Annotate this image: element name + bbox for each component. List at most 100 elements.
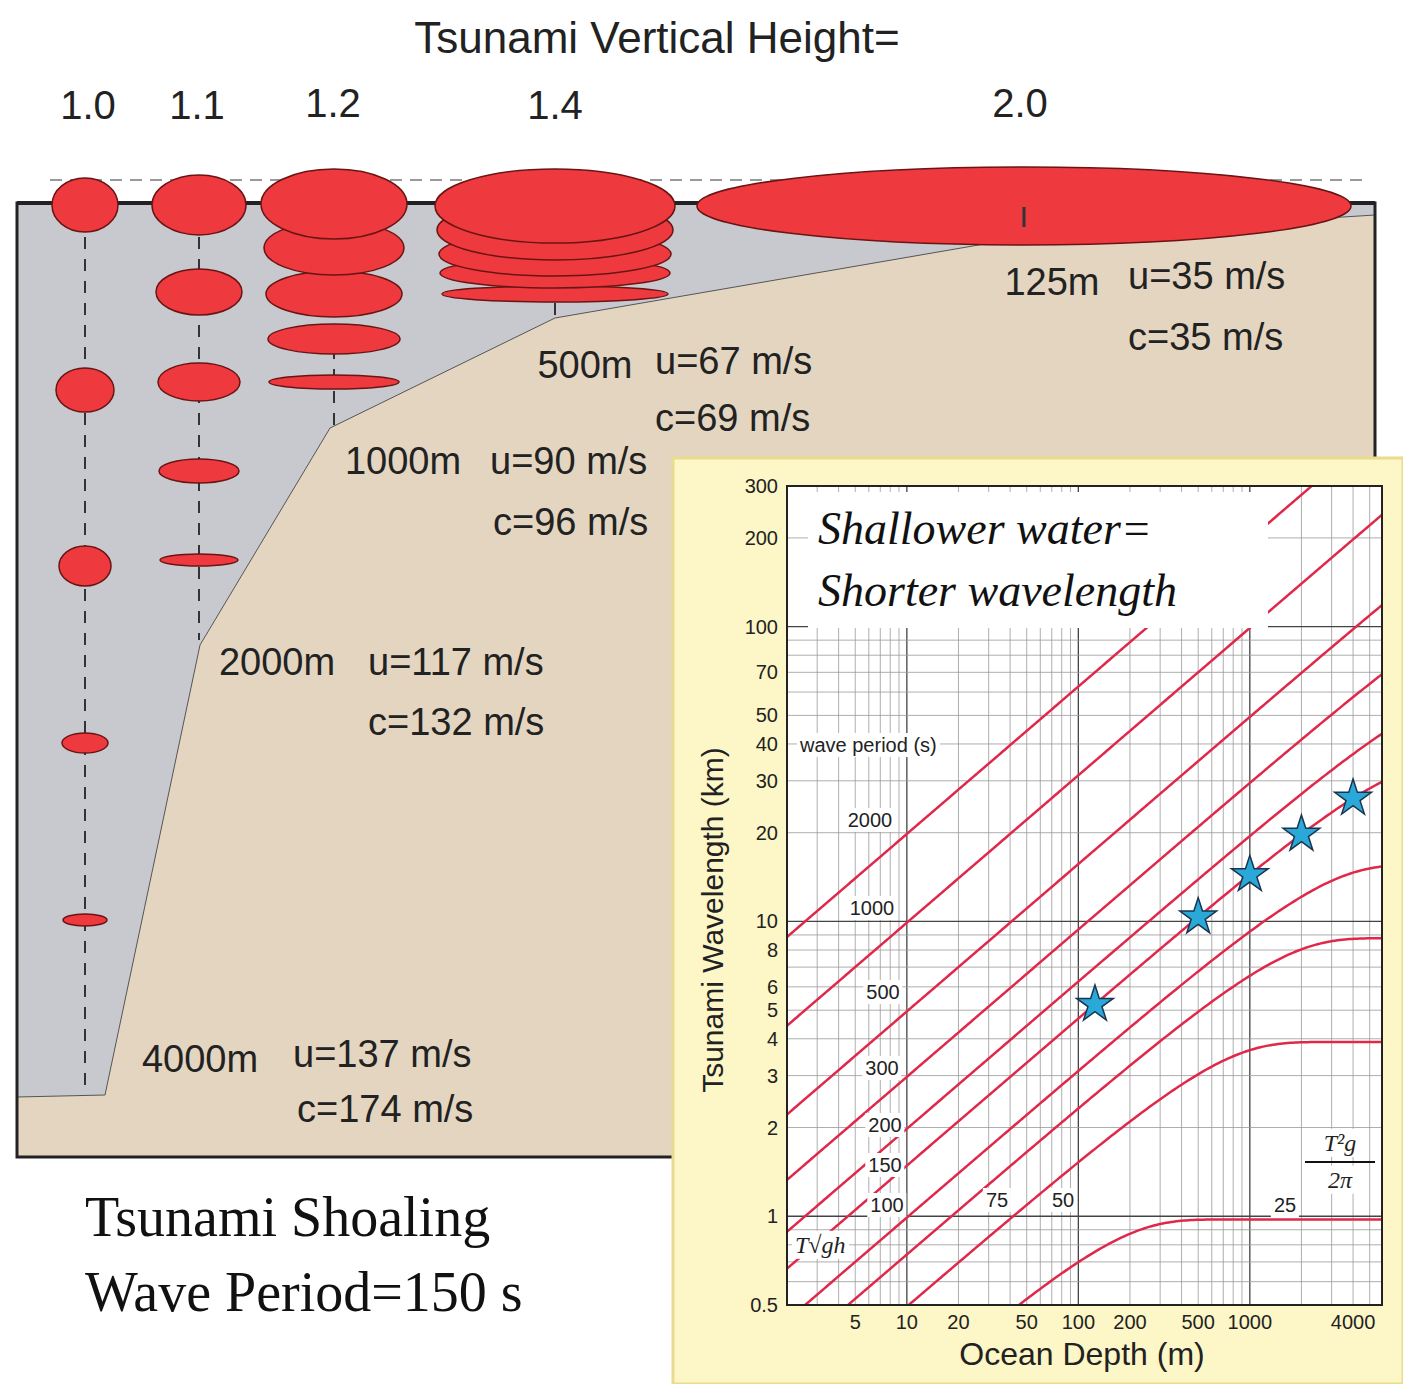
- period-label: 150: [865, 1153, 904, 1177]
- period-label: 50: [1049, 1188, 1077, 1212]
- tick-label: 200: [1113, 1311, 1146, 1333]
- orbit-ellipse: [160, 554, 238, 566]
- orbit-ellipse: [63, 914, 107, 926]
- tick-label: 8: [767, 939, 778, 961]
- star-marker: [1231, 855, 1268, 890]
- depth-speed-label: c=174 m/s: [297, 1089, 473, 1131]
- depth-speed-label: u=137 m/s: [293, 1034, 472, 1076]
- grid-line: [787, 655, 1382, 656]
- depth-speed-label: 1000m: [345, 441, 461, 483]
- tick-label: 4000: [1331, 1311, 1376, 1333]
- star-marker: [1180, 898, 1217, 933]
- caption: Tsunami Shoaling Wave Period=150 s: [85, 1180, 605, 1330]
- note-text: Shallower water= Shorter wavelength: [818, 498, 1258, 622]
- star-marker: [1283, 815, 1320, 850]
- depth-speed-label: c=96 m/s: [493, 502, 648, 544]
- star-marker: [1335, 779, 1372, 814]
- orbit-ellipse: [268, 324, 400, 354]
- depth-speed-label: 500m: [537, 345, 632, 387]
- tick-label: 50: [1016, 1311, 1038, 1333]
- orbit-ellipse: [52, 178, 118, 232]
- tick-label: 2: [767, 1117, 778, 1139]
- depth-speed-label: 125m: [1004, 262, 1099, 304]
- period-label: 1000: [847, 896, 898, 920]
- tick-label: 1: [767, 1205, 778, 1227]
- orbit-ellipse: [261, 169, 407, 239]
- orbit-ellipse: [158, 363, 240, 401]
- depth-speed-label: u=117 m/s: [368, 642, 544, 684]
- grid-line: [787, 1229, 1382, 1230]
- orbit-axis: [84, 215, 86, 1095]
- tick-label: 10: [896, 1311, 918, 1333]
- orbit-axes: [85, 215, 555, 1095]
- height-ratio: 2.0: [992, 81, 1048, 125]
- grid-line: [787, 1010, 1382, 1011]
- depth-speed-label: c=132 m/s: [368, 702, 544, 744]
- orbit-axis: [1023, 207, 1026, 227]
- star-marker: [1077, 985, 1114, 1020]
- axis-title: Ocean Depth (m): [959, 1337, 1204, 1372]
- tick-label: 100: [745, 616, 778, 638]
- depth-speed-label: 2000m: [219, 642, 335, 684]
- tick-label: 5: [767, 999, 778, 1021]
- tick-label: 1000: [1228, 1311, 1273, 1333]
- tick-label: 30: [756, 770, 778, 792]
- depth-speed-label: u=35 m/s: [1128, 256, 1285, 298]
- tick-label: 300: [745, 475, 778, 497]
- period-label: 2000: [845, 808, 896, 832]
- formula: T√gh: [792, 1231, 849, 1259]
- grid-line: [787, 672, 1382, 673]
- chart-panel: [673, 458, 1403, 1384]
- period-curves: [787, 486, 1382, 1305]
- tick-label: 50: [756, 704, 778, 726]
- grid-line: [787, 921, 1382, 922]
- plot-area: [787, 486, 1382, 1305]
- depth-speed-label: 4000m: [142, 1039, 258, 1081]
- tick-label: 100: [1062, 1311, 1095, 1333]
- formula: T²g: [1321, 1129, 1360, 1157]
- period-curve: [787, 674, 1382, 1180]
- orbit-ellipse: [62, 733, 108, 753]
- tick-label: 70: [756, 661, 778, 683]
- period-curve: [787, 866, 1382, 1305]
- tick-label: 3: [767, 1065, 778, 1087]
- depth-speed-label: u=67 m/s: [655, 341, 812, 383]
- period-label: wave period (s): [797, 733, 940, 757]
- period-label: 200: [865, 1113, 904, 1137]
- grid-line: [787, 692, 1382, 693]
- title: Tsunami Vertical Height=: [414, 13, 899, 63]
- orbit-ellipse: [59, 546, 111, 586]
- orbit-ellipse: [56, 368, 114, 412]
- tick-label: 4: [767, 1028, 778, 1050]
- tick-label: 5: [850, 1311, 861, 1333]
- period-label: 300: [862, 1056, 901, 1080]
- grid: [787, 486, 1382, 1305]
- period-label: 100: [867, 1193, 906, 1217]
- grid-line: [1369, 486, 1370, 1305]
- depth-speed-label: u=90 m/s: [490, 441, 647, 483]
- tick-label: 10: [756, 910, 778, 932]
- depth-speed-label: c=69 m/s: [655, 398, 810, 440]
- period-curve: [787, 782, 1382, 1269]
- orbit-ellipse: [156, 269, 242, 315]
- period-label: 75: [983, 1188, 1011, 1212]
- star-markers: [1077, 779, 1372, 1020]
- orbit-ellipse: [266, 271, 402, 317]
- grid-line: [787, 1261, 1382, 1262]
- period-curve: [787, 734, 1382, 1232]
- period-curve: [787, 1219, 1382, 1305]
- grid-line: [787, 780, 1382, 781]
- orbit-ellipse: [435, 169, 675, 243]
- grid-line: [787, 715, 1382, 716]
- period-label: 25: [1271, 1193, 1299, 1217]
- plot-frame: [787, 486, 1382, 1305]
- depth-speed-label: c=35 m/s: [1128, 317, 1283, 359]
- tick-label: 500: [1182, 1311, 1215, 1333]
- tick-label: 0.5: [750, 1294, 778, 1316]
- orbit-ellipse: [159, 459, 239, 483]
- axis-title: Tsunami Wavelength (km): [696, 747, 729, 1093]
- height-ratio: 1.2: [305, 81, 361, 125]
- orbit-ellipse: [152, 175, 246, 235]
